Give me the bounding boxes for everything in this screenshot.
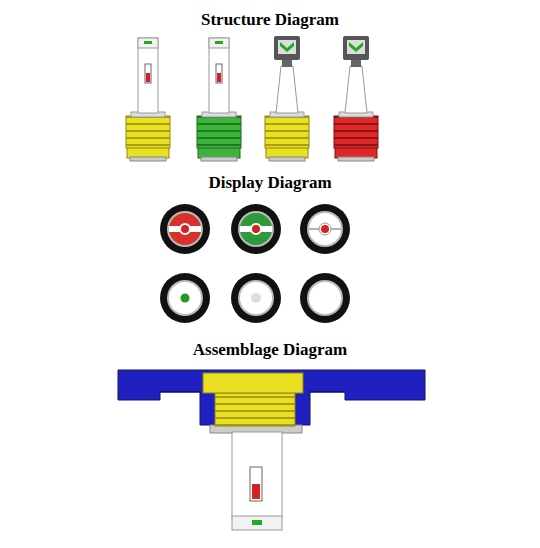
display-grey-dot-part xyxy=(240,282,272,314)
section-heading: Display Diagram xyxy=(0,173,540,193)
indicator-yellow-part xyxy=(145,64,151,83)
assembly-part xyxy=(232,516,282,530)
section-heading: Assemblage Diagram xyxy=(0,340,540,360)
indicator-tapered-yellow-part xyxy=(266,147,308,158)
indicator-tapered-red-part xyxy=(334,116,378,148)
assembly-part xyxy=(252,484,260,499)
display-red-part xyxy=(180,224,190,234)
display-green-dot-part xyxy=(169,282,201,314)
assembly-part xyxy=(160,392,200,393)
indicator-tapered-red-part xyxy=(347,40,365,54)
indicator-green-part xyxy=(209,38,229,48)
indicator-tapered-yellow-part xyxy=(280,42,294,52)
display-grey-dot-part xyxy=(231,273,281,323)
display-green-dot xyxy=(160,273,210,323)
indicator-green-part xyxy=(201,157,237,161)
indicator-yellow-part xyxy=(144,41,152,44)
indicator-green-part xyxy=(215,41,223,44)
indicator-tapered-yellow-part xyxy=(282,59,292,67)
indicator-tapered-yellow-part xyxy=(278,40,296,54)
section-heading: Structure Diagram xyxy=(0,10,540,30)
display-red xyxy=(160,204,210,254)
display-green-part xyxy=(240,213,272,245)
assembly-part xyxy=(215,393,295,426)
display-white-red-dot-part xyxy=(319,223,331,235)
indicator-tapered-red-part xyxy=(351,59,361,67)
indicator-green-part xyxy=(197,116,241,148)
display-white-red-dot xyxy=(300,204,350,254)
indicator-tapered-red-part xyxy=(335,147,377,158)
assembly-part xyxy=(250,467,262,501)
indicator-yellow xyxy=(126,38,170,161)
indicator-yellow-part xyxy=(127,147,169,158)
indicator-yellow-part xyxy=(126,116,170,148)
display-red-part xyxy=(169,213,201,245)
indicator-yellow-part xyxy=(138,38,158,113)
assembly xyxy=(118,370,425,530)
assembly-part xyxy=(203,373,303,393)
indicator-yellow-part xyxy=(130,157,166,161)
indicator-tapered-yellow-part xyxy=(269,157,305,161)
display-green-part xyxy=(238,211,274,247)
indicator-green-part xyxy=(209,38,229,113)
assembly-part xyxy=(232,432,282,518)
indicator-tapered-red-part xyxy=(349,42,363,52)
indicator-tapered-red-part xyxy=(345,66,367,113)
indicator-yellow-part xyxy=(146,73,150,82)
display-empty xyxy=(300,273,350,323)
display-green xyxy=(231,204,281,254)
display-red-part xyxy=(167,211,203,247)
display-white-red-dot-part xyxy=(300,204,350,254)
display-white-red-dot-part xyxy=(307,211,343,247)
display-green-dot-part xyxy=(167,280,203,316)
display-grey-dot xyxy=(231,273,281,323)
indicator-tapered-red-part xyxy=(338,157,374,161)
display-white-red-dot-part xyxy=(309,213,341,245)
indicator-green xyxy=(197,38,241,161)
indicator-green-part xyxy=(198,147,240,158)
indicator-tapered-yellow-part xyxy=(265,116,309,148)
assembly-part xyxy=(252,520,262,525)
display-empty-part xyxy=(309,282,341,314)
display-red-part xyxy=(160,204,210,254)
indicator-tapered-yellow xyxy=(265,36,309,161)
display-empty-part xyxy=(307,280,343,316)
display-grey-dot-part xyxy=(251,293,261,303)
display-green-part xyxy=(231,204,281,254)
indicator-green-part xyxy=(217,73,221,82)
indicator-tapered-red xyxy=(334,36,378,161)
assembly-part xyxy=(118,370,425,425)
indicator-tapered-yellow-part xyxy=(276,66,298,113)
display-grey-dot-part xyxy=(238,280,274,316)
assembly-part xyxy=(310,392,345,393)
display-green-dot-part xyxy=(160,273,210,323)
indicator-yellow-part xyxy=(138,38,158,48)
indicator-green-part xyxy=(216,64,222,83)
display-white-red-dot-part xyxy=(321,225,329,233)
display-green-part xyxy=(251,224,261,234)
indicator-tapered-yellow-part xyxy=(274,36,300,60)
indicator-tapered-red-part xyxy=(343,36,369,60)
display-empty-part xyxy=(300,273,350,323)
display-green-dot-part xyxy=(181,294,190,303)
